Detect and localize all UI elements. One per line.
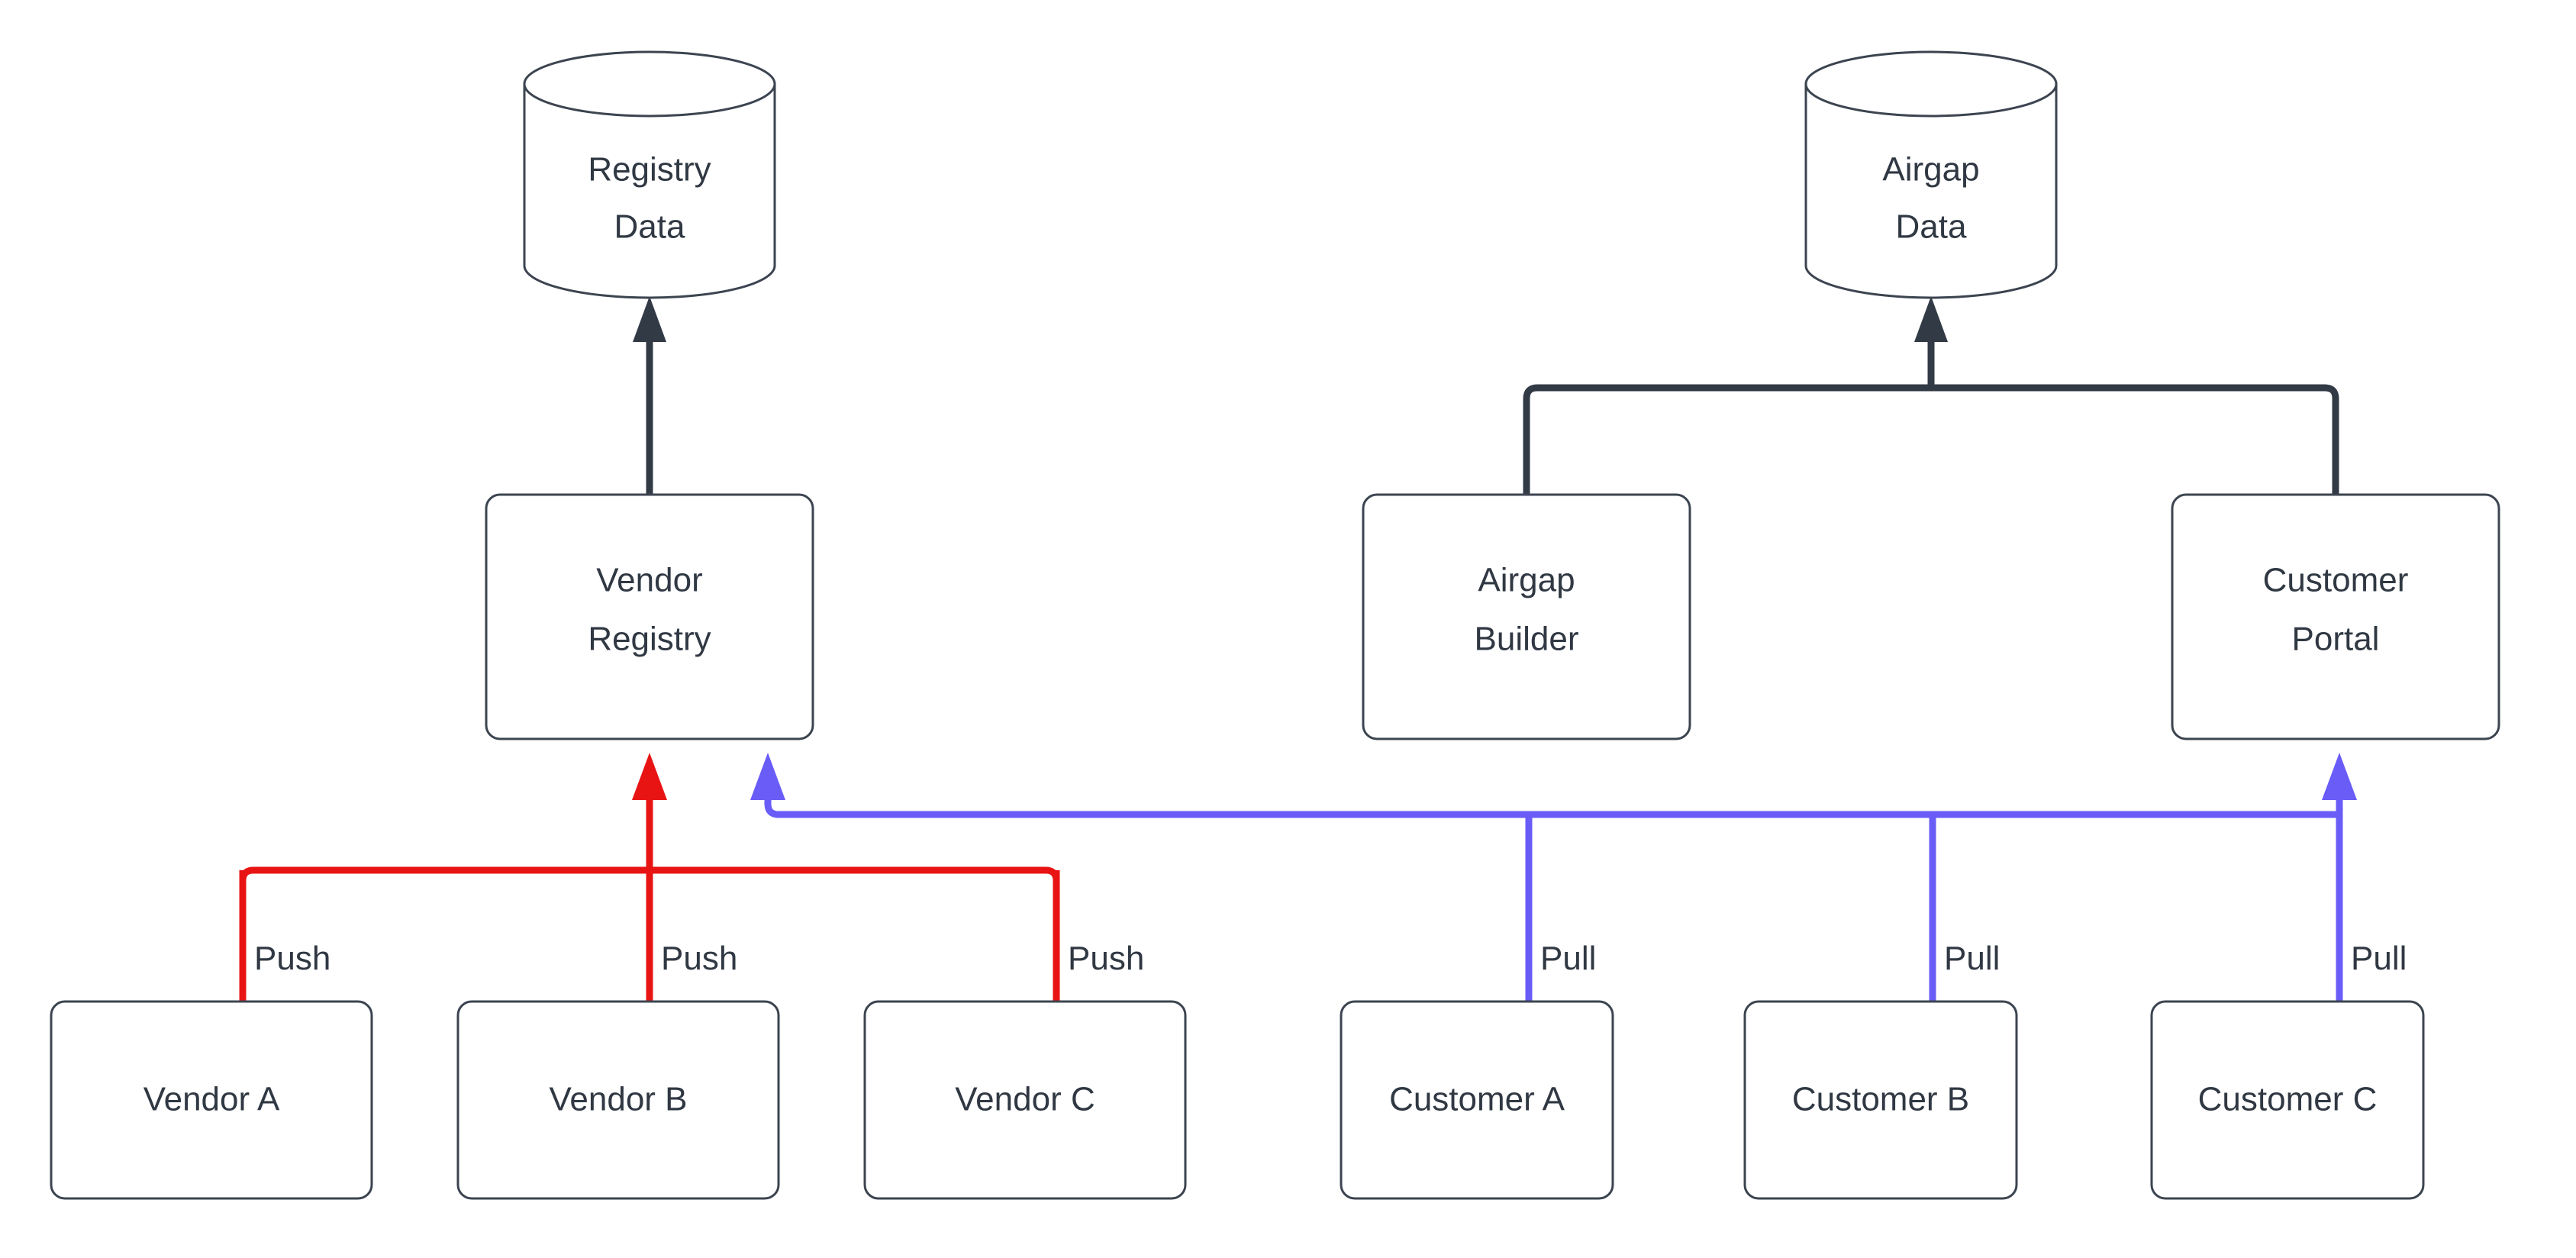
edge-label-pull-customer-a: Pull [1540,940,1596,977]
node-customer-a[interactable]: Customer A [1340,1000,1614,1200]
edge-label-pull-customer-b: Pull [1944,940,2000,977]
node-box [2150,1000,2425,1200]
edge-elbow-left [764,779,779,818]
node-box [50,1000,373,1200]
node-label: Customer C [2198,1081,2378,1118]
arrowhead-up-icon [2322,753,2357,800]
edge-label-pull-customer-c: Pull [2351,940,2407,977]
node-label-line1: Airgap [1478,562,1575,599]
node-label: Vendor B [549,1081,687,1118]
node-vendor-c[interactable]: Vendor C [863,1000,1187,1200]
edge-line [1931,384,2339,495]
node-box [1743,1000,2018,1200]
node-registry-data[interactable]: Registry Data [523,50,776,299]
node-label-line1: Vendor [596,562,702,599]
node-label-line1: Registry [588,151,711,189]
edge-vendors-push-bus [239,753,1060,1002]
node-airgap-data[interactable]: Airgap Data [1804,50,2058,299]
node-box [863,1000,1187,1200]
node-label-line2: Builder [1475,621,1579,658]
node-vendor-b[interactable]: Vendor B [456,1000,780,1200]
cylinder-top-icon [1804,50,2058,118]
node-customer-portal[interactable]: Customer Portal [2171,493,2500,740]
node-box [485,493,814,740]
node-vendor-registry[interactable]: Vendor Registry [485,493,814,740]
cylinder-body [523,82,776,299]
node-label-line2: Data [614,208,685,246]
edge-customer-portal-to-airgap-data [1931,384,2339,495]
edge-line [1523,384,1931,495]
node-customer-b[interactable]: Customer B [1743,1000,2018,1200]
node-box [456,1000,780,1200]
arrowhead-up-icon [1914,296,1948,342]
edge-label-push-vendor-b: Push [661,940,737,977]
edge-customers-pull-bus [750,753,2357,1002]
node-box [1340,1000,1614,1200]
node-box [2171,493,2500,740]
node-customer-c[interactable]: Customer C [2150,1000,2425,1200]
node-vendor-a[interactable]: Vendor A [50,1000,373,1200]
edge-airgap-builder-to-airgap-data [1523,384,1931,495]
arrowhead-up-icon [632,753,667,800]
edge-label-push-vendor-c: Push [1068,940,1144,977]
node-label-line1: Airgap [1882,151,1979,189]
cylinder-top-icon [523,50,776,118]
node-label: Vendor C [955,1081,1095,1118]
node-label: Customer A [1389,1081,1565,1118]
node-label-line1: Customer [2263,562,2409,599]
node-box [1362,493,1691,740]
node-label-line2: Registry [588,621,711,658]
cylinder-body [1804,82,2058,299]
node-label-line2: Data [1896,208,1967,246]
arrowhead-up-icon [633,296,666,342]
node-airgap-builder[interactable]: Airgap Builder [1362,493,1691,740]
arrowhead-up-icon [750,753,785,800]
node-label: Customer B [1792,1081,1969,1118]
node-label-line2: Portal [2292,621,2380,658]
edge-label-push-vendor-a: Push [254,940,330,977]
edge-trunk-to-airgap-data [1914,296,1948,388]
node-label: Vendor A [143,1081,280,1118]
edge-vendor-registry-to-registry-data [633,296,666,495]
